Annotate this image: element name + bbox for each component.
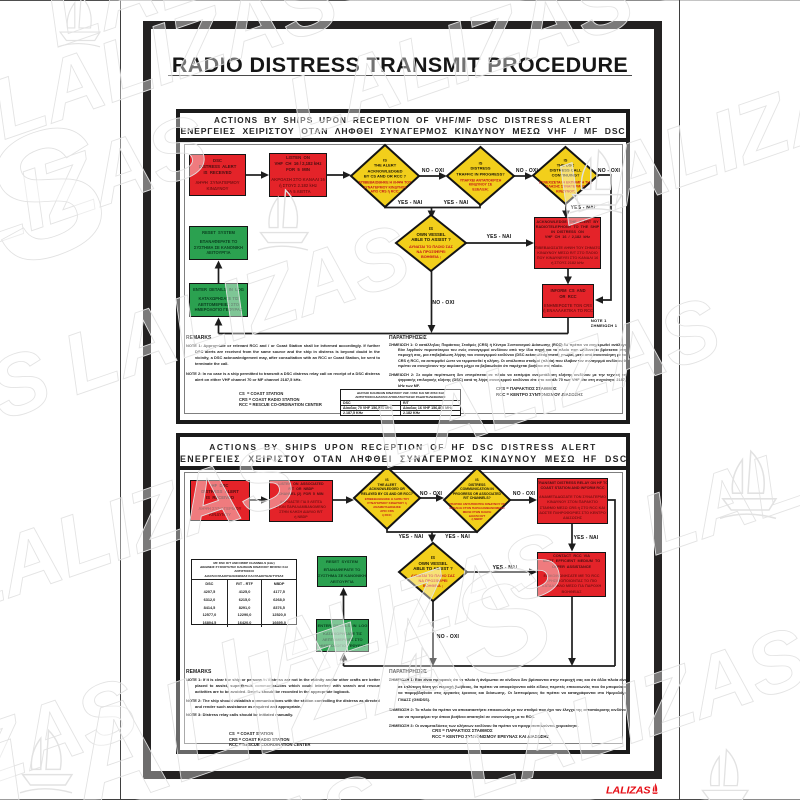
svg-text:LALIZAS: LALIZAS <box>0 330 62 537</box>
svg-text:LALIZAS: LALIZAS <box>787 133 800 340</box>
svg-text:LALIZAS: LALIZAS <box>0 660 149 800</box>
svg-text:ZAS: ZAS <box>0 84 132 384</box>
svg-text:LALIZAS: LALIZAS <box>700 0 800 10</box>
